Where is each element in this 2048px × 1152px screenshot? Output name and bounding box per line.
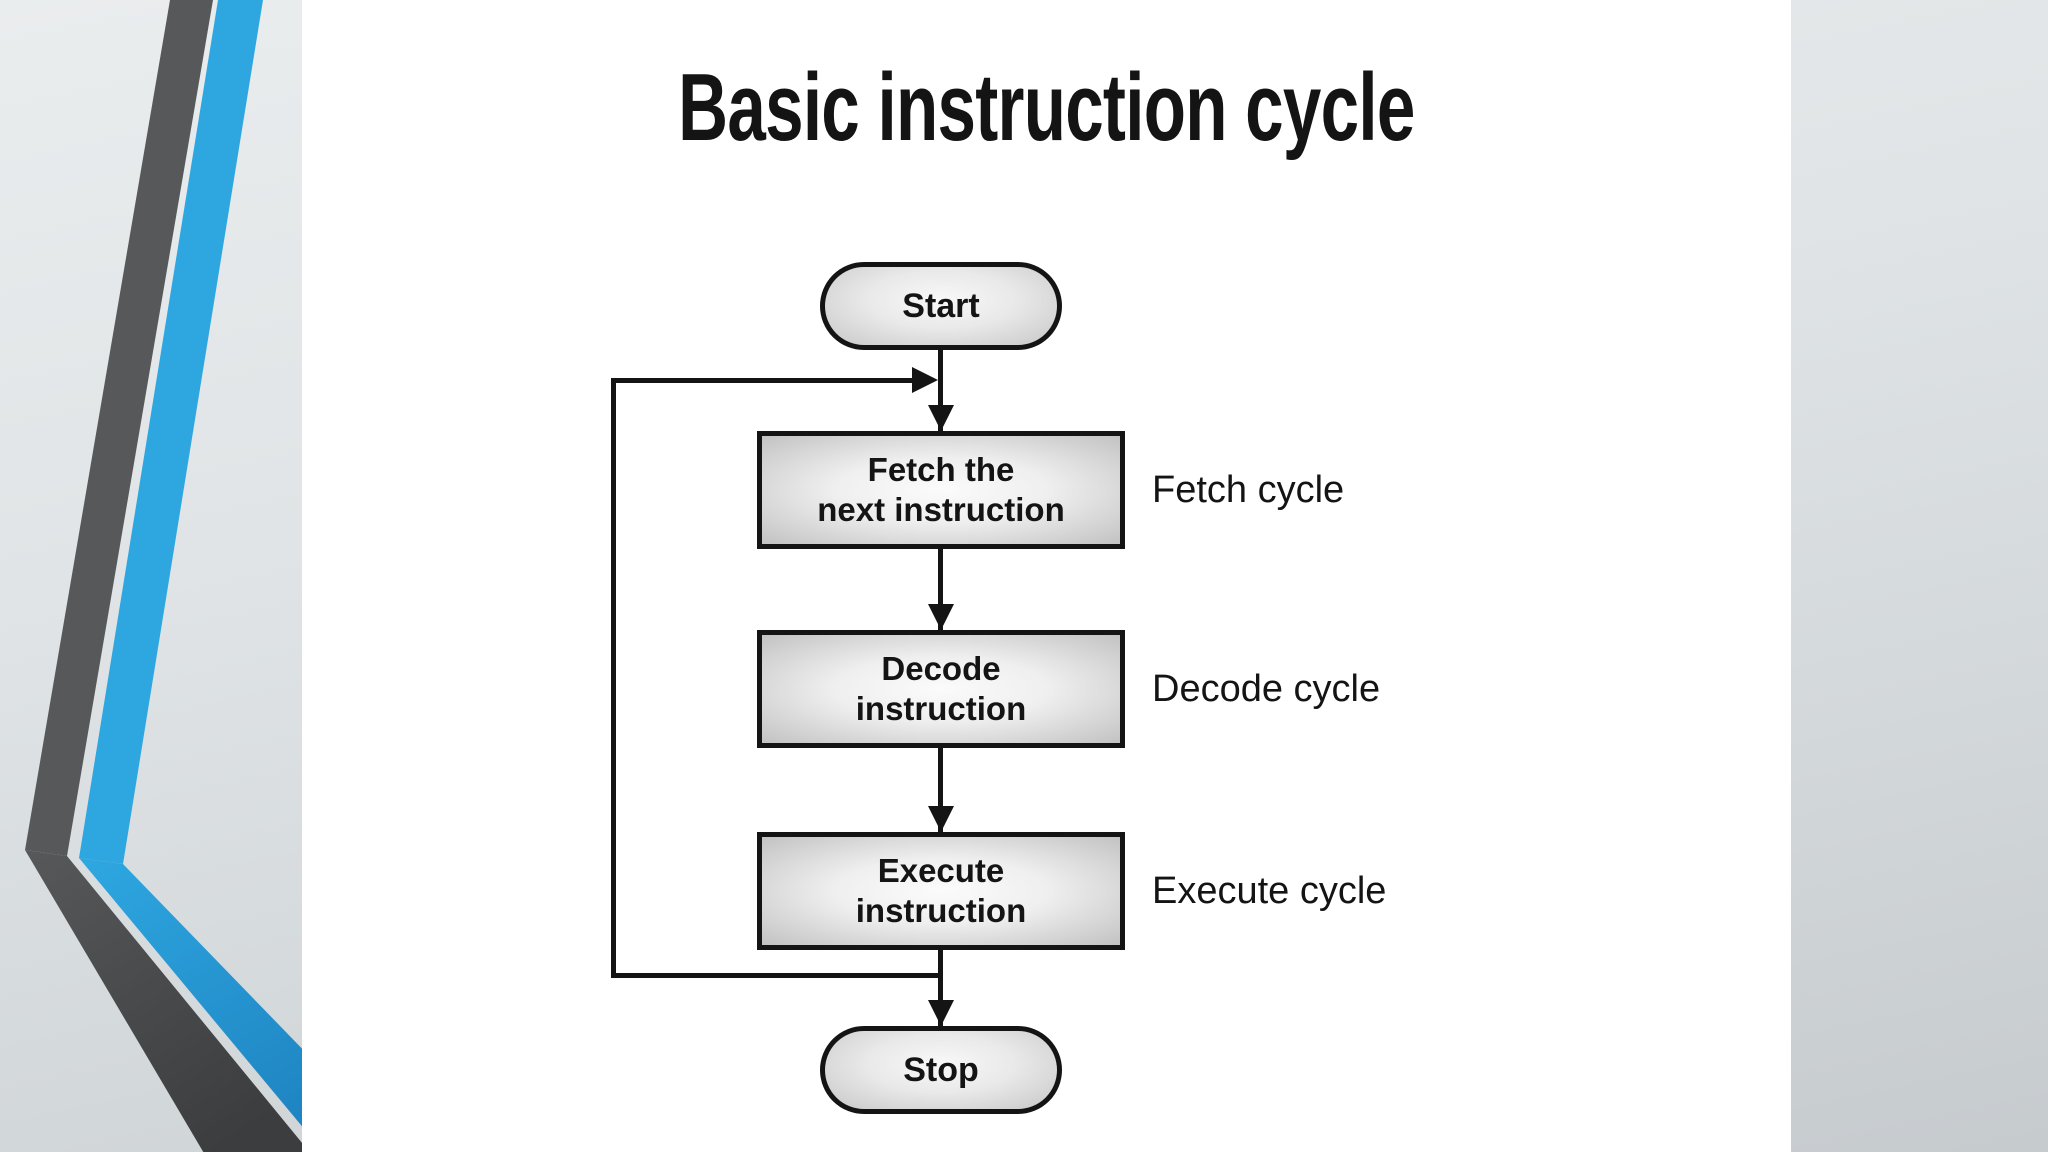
edge-execute-to-stop	[938, 950, 943, 1028]
decode-box: Decode instruction	[757, 630, 1125, 748]
fetch-cycle-label: Fetch cycle	[1152, 469, 1345, 511]
slide-panel	[302, 0, 1791, 1152]
execute-box: Execute instruction	[757, 832, 1125, 950]
edge-start-to-fetch	[938, 348, 943, 433]
decode-box-line2: instruction	[855, 690, 1027, 727]
edge-fetch-to-decode	[938, 549, 943, 632]
execute-box-line2: instruction	[855, 892, 1027, 929]
fetch-box: Fetch the next instruction	[757, 431, 1125, 549]
ribbon-gray-upper-stripe	[25, 0, 213, 856]
arrowhead-into-execute-icon	[928, 806, 954, 832]
stop-node: Stop	[820, 1026, 1062, 1114]
edge-decode-to-execute	[938, 748, 943, 834]
execute-box-line1: Execute	[877, 852, 1005, 889]
slide-title-text: Basic instruction cycle	[678, 54, 1415, 161]
slide-title: Basic instruction cycle	[302, 54, 1791, 161]
loop-top-horizontal-line	[611, 378, 914, 383]
decode-box-line1: Decode	[881, 650, 1001, 687]
fetch-box-line1: Fetch the	[867, 451, 1015, 488]
loop-bottom-horizontal-line	[611, 973, 943, 978]
stop-node-label: Stop	[903, 1050, 979, 1089]
loop-arrowhead-icon	[912, 367, 938, 393]
ribbon-blue-upper-stripe	[79, 0, 263, 864]
loop-left-vertical-line	[611, 378, 616, 978]
ribbon-blue-lower-stripe	[79, 858, 302, 1127]
arrowhead-into-decode-icon	[928, 604, 954, 630]
fetch-box-line2: next instruction	[817, 491, 1065, 528]
arrowhead-into-fetch-icon	[928, 405, 954, 431]
start-node: Start	[820, 262, 1062, 350]
execute-cycle-label: Execute cycle	[1152, 870, 1387, 912]
ribbon-gray-lower-stripe	[25, 850, 302, 1152]
decorative-ribbon	[25, 0, 302, 1152]
start-node-label: Start	[902, 286, 980, 325]
decode-cycle-label: Decode cycle	[1152, 668, 1381, 710]
arrowhead-into-stop-icon	[928, 1000, 954, 1026]
